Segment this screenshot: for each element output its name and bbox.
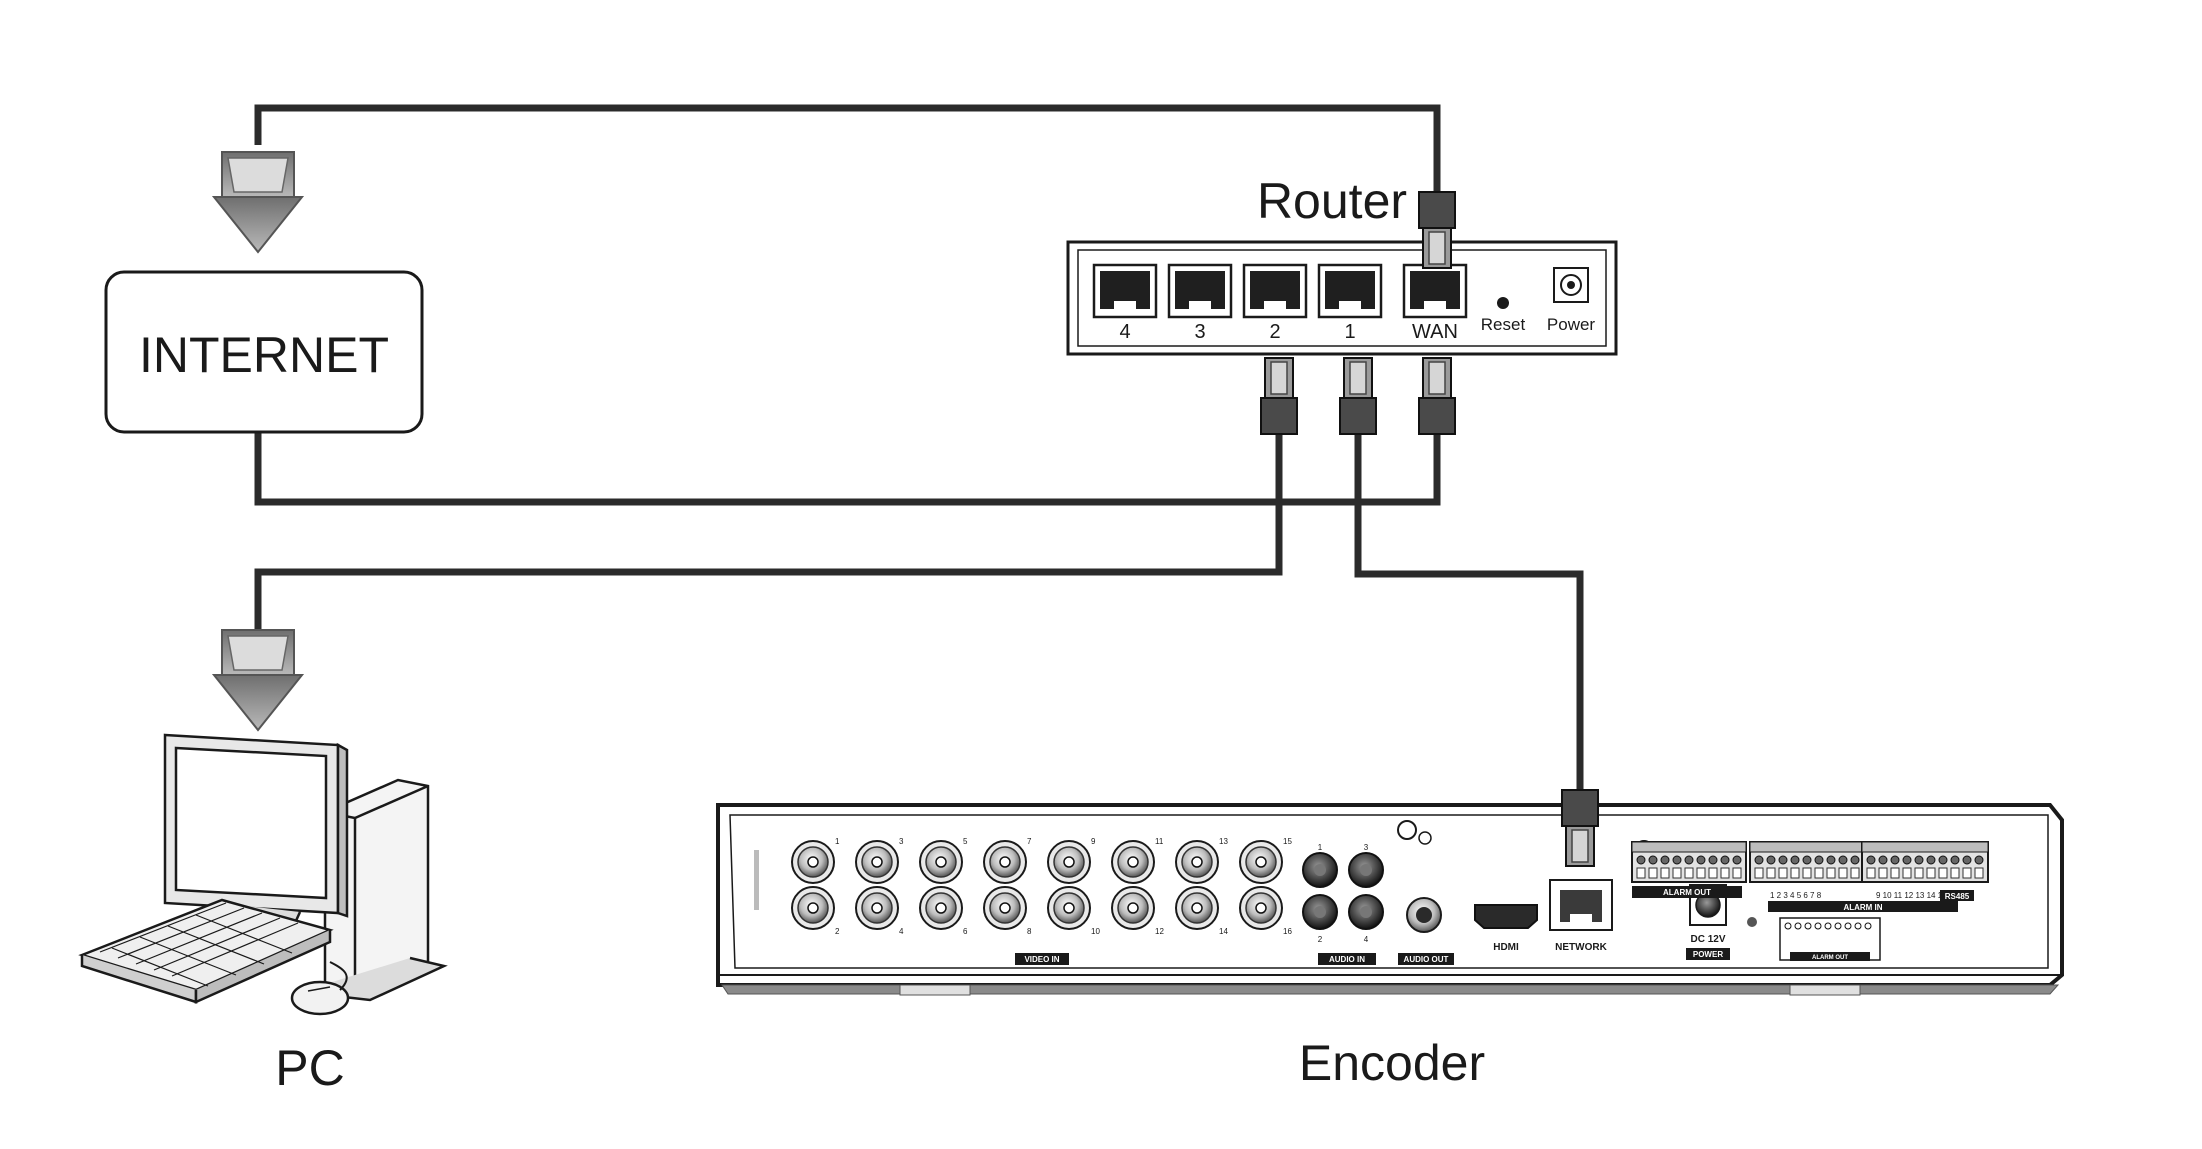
router-port-label: 1 bbox=[1344, 321, 1355, 343]
bnc-number-label: 16 bbox=[1283, 927, 1292, 936]
bnc-number-label: 14 bbox=[1219, 927, 1228, 936]
alarm-out-terminal bbox=[1631, 841, 1747, 883]
cable-router-encoder bbox=[1354, 432, 1584, 800]
alarm-in-numbers-2: 9 10 11 12 13 14 15 16 bbox=[1876, 891, 1958, 900]
bnc-number-label: 3 bbox=[899, 837, 904, 846]
router-port-2 bbox=[1242, 263, 1308, 319]
bnc-connector: 8 bbox=[983, 886, 1032, 936]
ethernet-plug-icon bbox=[1339, 357, 1377, 435]
video-in-label: VIDEO IN bbox=[1024, 955, 1059, 964]
bnc-connector: 5 bbox=[919, 837, 968, 884]
bnc-connector: 15 bbox=[1239, 837, 1292, 884]
ethernet-plug-icon bbox=[1418, 191, 1456, 269]
router-port-wan bbox=[1402, 263, 1468, 319]
ethernet-plug-icon bbox=[1418, 357, 1456, 435]
alarm-out-label: ALARM OUT bbox=[1663, 888, 1711, 897]
bnc-connector: 7 bbox=[983, 837, 1032, 884]
bnc-connector: 14 bbox=[1175, 886, 1228, 936]
hdmi-port bbox=[1474, 904, 1538, 929]
bnc-number-label: 6 bbox=[963, 927, 968, 936]
audio-in-jack: 3 bbox=[1348, 843, 1384, 888]
bnc-connector: 3 bbox=[855, 837, 904, 884]
audio-in-label: AUDIO IN bbox=[1329, 955, 1365, 964]
bnc-connector: 12 bbox=[1111, 886, 1164, 936]
router-port-label: 2 bbox=[1269, 321, 1280, 343]
audio-number-label: 3 bbox=[1364, 843, 1369, 852]
rs485-label: RS485 bbox=[1945, 892, 1970, 901]
down-arrow-icon bbox=[213, 629, 303, 731]
bnc-number-label: 5 bbox=[963, 837, 968, 846]
router-port-4 bbox=[1092, 263, 1158, 319]
reset-hole-icon bbox=[1497, 297, 1509, 309]
alarm-in-numbers-1: 1 2 3 4 5 6 7 8 bbox=[1770, 891, 1822, 900]
ethernet-plug-icon bbox=[1561, 789, 1599, 867]
audio-in-jack: 1 bbox=[1302, 843, 1338, 888]
bnc-connector: 4 bbox=[855, 886, 904, 936]
audio-in-jack: 2 bbox=[1302, 894, 1338, 944]
bnc-number-label: 7 bbox=[1027, 837, 1032, 846]
ethernet-plug-icon bbox=[1260, 357, 1298, 435]
power-jack-icon bbox=[1553, 267, 1589, 303]
computer-icon bbox=[78, 733, 448, 1016]
internet-node: INTERNET bbox=[104, 151, 424, 434]
audio-number-label: 2 bbox=[1318, 935, 1323, 944]
bnc-number-label: 2 bbox=[835, 927, 840, 936]
bnc-connector: 1 bbox=[791, 837, 840, 884]
bnc-number-label: 9 bbox=[1091, 837, 1096, 846]
router-port-label: 4 bbox=[1119, 321, 1130, 343]
dc-label: DC 12V bbox=[1690, 934, 1725, 945]
alarm-in-terminal-2 bbox=[1861, 841, 1989, 883]
router-port-3 bbox=[1167, 263, 1233, 319]
power-label-encoder: POWER bbox=[1693, 950, 1723, 959]
router-title: Router bbox=[1257, 173, 1407, 229]
internet-box bbox=[104, 270, 424, 434]
bnc-number-label: 10 bbox=[1091, 927, 1100, 936]
cable-router-pc bbox=[254, 432, 1283, 630]
bnc-connector: 16 bbox=[1239, 886, 1292, 936]
audio-number-label: 4 bbox=[1364, 935, 1369, 944]
alarm-out-bottom-label: ALARM OUT bbox=[1812, 955, 1848, 961]
encoder-label: Encoder bbox=[1299, 1035, 1485, 1091]
power-label: Power bbox=[1547, 315, 1596, 334]
bnc-connector: 11 bbox=[1111, 837, 1164, 884]
pc-label: PC bbox=[275, 1040, 344, 1096]
router-node: Router 4 3 2 1 WAN Reset Power bbox=[1066, 173, 1618, 435]
audio-out-label: AUDIO OUT bbox=[1404, 955, 1449, 964]
bnc-number-label: 4 bbox=[899, 927, 904, 936]
bnc-number-label: 1 bbox=[835, 837, 840, 846]
bnc-number-label: 11 bbox=[1155, 837, 1164, 846]
bnc-number-label: 15 bbox=[1283, 837, 1292, 846]
alarm-in-label: ALARM IN bbox=[1843, 903, 1882, 912]
cables bbox=[254, 104, 1584, 800]
hdmi-label: HDMI bbox=[1493, 942, 1519, 953]
cable-internet-wan-top bbox=[254, 104, 1441, 200]
bnc-number-label: 8 bbox=[1027, 927, 1032, 936]
audio-number-label: 1 bbox=[1318, 843, 1323, 852]
cable-internet-wan-bottom bbox=[254, 432, 1441, 506]
router-port-label: WAN bbox=[1412, 321, 1458, 343]
router-port-1 bbox=[1317, 263, 1383, 319]
bnc-connector: 10 bbox=[1047, 886, 1100, 936]
down-arrow-icon bbox=[213, 151, 303, 253]
router-port-label: 3 bbox=[1194, 321, 1205, 343]
reset-label: Reset bbox=[1481, 315, 1526, 334]
pc-node: PC bbox=[78, 629, 448, 1096]
alarm-in-terminal bbox=[1749, 841, 1877, 883]
bnc-connector: 13 bbox=[1175, 837, 1228, 884]
alarm-out-small-terminal: ALARM OUT bbox=[1779, 917, 1881, 961]
network-label: NETWORK bbox=[1555, 942, 1607, 953]
bnc-connector: 9 bbox=[1047, 837, 1096, 884]
bnc-connector: 2 bbox=[791, 886, 840, 936]
bnc-connector: 6 bbox=[919, 886, 968, 936]
bnc-number-label: 12 bbox=[1155, 927, 1164, 936]
internet-label: INTERNET bbox=[139, 327, 389, 383]
audio-in-jack: 4 bbox=[1348, 894, 1384, 944]
audio-in-group: 1 2 3 4 bbox=[1302, 843, 1384, 944]
bnc-number-label: 13 bbox=[1219, 837, 1228, 846]
